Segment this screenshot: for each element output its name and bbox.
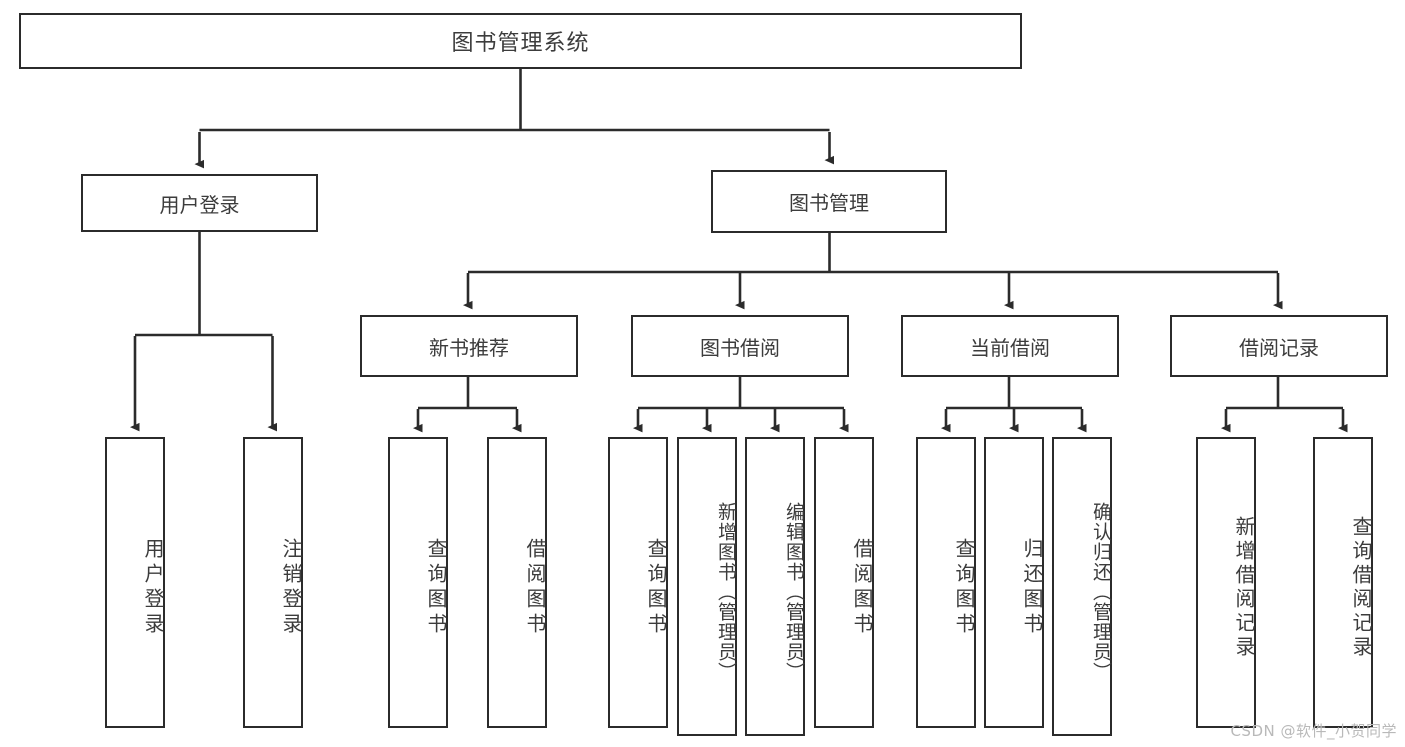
node-return-book[interactable]: 归还图书 — [984, 437, 1044, 728]
node-current-borrow[interactable]: 当前借阅 — [901, 315, 1119, 377]
node-new-book-recommend[interactable]: 新书推荐 — [360, 315, 578, 377]
node-user-logout-leaf[interactable]: 注销登录 — [243, 437, 303, 728]
csdn-watermark: CSDN @软件_小贺同学 — [1230, 722, 1397, 740]
node-query-book-2[interactable]: 查询图书 — [608, 437, 668, 728]
node-book-borrow[interactable]: 图书借阅 — [631, 315, 849, 377]
node-borrow-book-1[interactable]: 借阅图书 — [487, 437, 547, 728]
node-user-login[interactable]: 用户登录 — [81, 174, 318, 232]
node-borrow-book-2[interactable]: 借阅图书 — [814, 437, 874, 728]
node-query-book-3[interactable]: 查询图书 — [916, 437, 976, 728]
node-add-borrow-record[interactable]: 新增借阅记录 — [1196, 437, 1256, 728]
node-book-manage[interactable]: 图书管理 — [711, 170, 947, 233]
node-root[interactable]: 图书管理系统 — [19, 13, 1022, 69]
node-edit-book-admin[interactable]: 编辑图书（管理员） — [745, 437, 805, 736]
node-query-book-1[interactable]: 查询图书 — [388, 437, 448, 728]
node-user-login-leaf[interactable]: 用户登录 — [105, 437, 165, 728]
node-borrow-record[interactable]: 借阅记录 — [1170, 315, 1388, 377]
node-query-borrow-record[interactable]: 查询借阅记录 — [1313, 437, 1373, 728]
node-confirm-return-admin[interactable]: 确认归还（管理员） — [1052, 437, 1112, 736]
node-add-book-admin[interactable]: 新增图书（管理员） — [677, 437, 737, 736]
